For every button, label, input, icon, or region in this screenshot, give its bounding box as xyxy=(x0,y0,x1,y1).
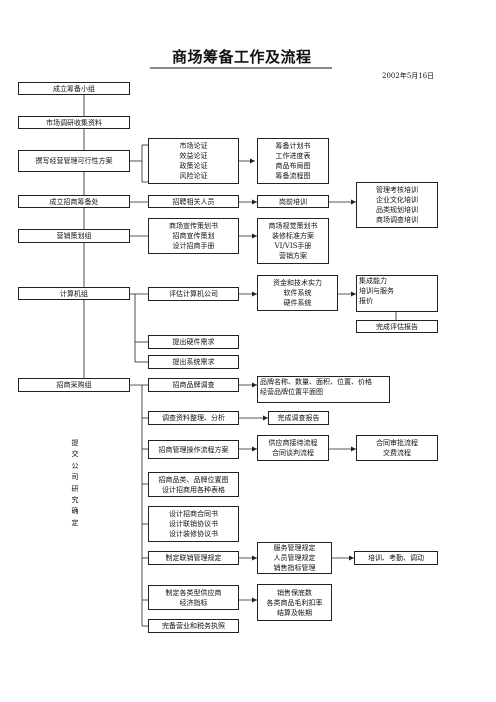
item: 招商品类、品牌位置图 xyxy=(158,475,229,484)
box-system-needs: 提出系统需求 xyxy=(148,355,239,369)
box-training-items: 管理考核培训 企业文化培训 品类规划培训 商场调查培训 xyxy=(356,182,438,228)
item: 设计招商手册 xyxy=(172,242,215,250)
vchar: 交 xyxy=(71,450,79,459)
item: 商品布局图 xyxy=(275,162,311,170)
box-joint-regulation: 制定联销管理规定 xyxy=(148,551,239,565)
item: 工作进度表 xyxy=(275,152,311,160)
proposal-vertical-text: 提 交 公 司 研 究 确 定 xyxy=(70,438,80,529)
box-feasibility-plan: 撰写经营管理可行性方案 xyxy=(18,150,130,172)
box-marketing-items: 商场宣传策划书 招商宣传策划 设计招商手册 xyxy=(148,218,239,254)
box-investment-office: 成立招商筹备处 xyxy=(18,195,130,208)
box-marketing-docs: 商场视觉策划书 装修标准方案 VI/VIS手册 营销方案 xyxy=(257,218,329,264)
box-forms: 招商品类、品牌位置图 设计招商用各种表格 xyxy=(148,472,239,497)
item: 风险论证 xyxy=(179,172,208,180)
box-evaluation-report: 完成评估报告 xyxy=(356,320,438,333)
box-process-plan: 招商管理操作流程方案 xyxy=(148,440,239,459)
item: 合同审批流程 xyxy=(376,439,418,447)
vchar: 确 xyxy=(71,507,79,516)
item: 设计装修协议书 xyxy=(169,530,218,538)
box-brand-survey: 招商品牌调查 xyxy=(148,378,239,392)
item: 合同谈判流程 xyxy=(272,449,314,457)
item: 管理考核培训 xyxy=(376,186,418,194)
item: 经营品牌位置平面图 xyxy=(260,388,323,396)
box-data-analysis: 调查资料整理、分析 xyxy=(148,411,239,425)
box-feasibility-items: 市场论证 效益论证 政策论证 风险论证 xyxy=(148,138,239,184)
box-evaluate-computer: 评估计算机公司 xyxy=(148,287,239,301)
item: 设计招商合同书 xyxy=(169,510,218,518)
item: VI/VIS手册 xyxy=(274,242,312,250)
box-approval-flow: 合同审批流程 交费流程 xyxy=(356,435,438,461)
box-management-rules: 服务管理规定 人员管理规定 销售指标管理 xyxy=(257,542,332,574)
box-sales-terms: 销售保底数 各类商品毛利扣率 结算及帐期 xyxy=(257,584,332,621)
box-training-attendance: 培训、考勤、调动 xyxy=(354,551,438,565)
item: 报价 xyxy=(359,297,373,305)
item: 销售指标管理 xyxy=(273,564,316,572)
vchar: 公 xyxy=(71,461,79,470)
box-business-license: 完备营业和税务执照 xyxy=(148,619,239,633)
box-hardware-needs: 提出硬件需求 xyxy=(148,335,239,349)
vchar: 提 xyxy=(71,439,79,447)
box-contracts: 设计招商合同书 设计联销协议书 设计装修协议书 xyxy=(148,506,239,542)
item: 装修标准方案 xyxy=(272,232,314,240)
box-computer-criteria: 资金和技术实力 软件系统 硬件系统 xyxy=(257,275,338,311)
item: 服务管理规定 xyxy=(273,544,316,552)
box-computer-team: 计算机组 xyxy=(18,287,130,300)
item: 政策论证 xyxy=(179,162,208,170)
box-feasibility-docs: 筹备计划书 工作进度表 商品布局图 筹备流程图 xyxy=(257,138,329,184)
item: 品类规划培训 xyxy=(376,206,418,214)
item: 集成能力 xyxy=(359,277,387,285)
item: 商场宣传策划书 xyxy=(169,222,218,230)
box-brand-info: 品牌名称、数量、面积、位置、价格 经营品牌位置平面图 xyxy=(257,376,390,403)
item: 营销方案 xyxy=(279,252,307,260)
item: 人员管理规定 xyxy=(273,554,316,562)
item: 销售保底数 xyxy=(277,588,312,597)
item: 商场视觉策划书 xyxy=(268,222,318,230)
vchar: 定 xyxy=(71,518,79,527)
item: 品牌名称、数量、面积、位置、价格 xyxy=(260,378,372,386)
item: 筹备计划书 xyxy=(275,142,311,150)
item: 资金和技术实力 xyxy=(273,279,322,287)
box-setup-team: 成立筹备小组 xyxy=(18,82,130,95)
box-supplier-indicators: 制定各类型供应商 经济指标 xyxy=(148,585,239,610)
box-computer-ability: 集成能力 培训与服务 报价 xyxy=(356,275,438,312)
box-supplier-flow: 供应商接待流程 合同谈判流程 xyxy=(257,435,329,461)
item: 软件系统 xyxy=(283,289,312,297)
box-procurement-team: 招商采购组 xyxy=(18,378,130,392)
item: 筹备流程图 xyxy=(275,172,311,180)
item: 硬件系统 xyxy=(283,299,312,307)
box-survey-report: 完成调查报告 xyxy=(268,411,329,425)
item: 商场调查培训 xyxy=(376,216,418,224)
item: 经济指标 xyxy=(179,598,208,607)
item: 各类商品毛利扣率 xyxy=(266,598,323,607)
item: 设计招商用各种表格 xyxy=(162,485,225,494)
item: 供应商接待流程 xyxy=(268,439,318,447)
item: 市场论证 xyxy=(179,142,208,150)
page-title: 商场筹备工作及流程 xyxy=(172,48,312,66)
box-marketing-team: 营销策划组 xyxy=(18,229,130,243)
item: 结算及帐期 xyxy=(277,608,312,617)
box-recruit: 招聘相关人员 xyxy=(148,195,239,208)
box-market-research: 市场调研收集资料 xyxy=(18,116,130,129)
item: 培训与服务 xyxy=(359,287,394,295)
box-pre-job-training: 岗前培训 xyxy=(257,195,329,208)
item: 效益论证 xyxy=(179,152,208,160)
item: 制定各类型供应商 xyxy=(165,588,222,597)
item: 设计联销协议书 xyxy=(169,520,218,528)
item: 企业文化培训 xyxy=(376,196,418,204)
vchar: 研 xyxy=(71,484,79,493)
item: 招商宣传策划 xyxy=(172,232,215,240)
date-label: 2002年5月16日 xyxy=(382,72,435,80)
vchar: 司 xyxy=(71,473,79,482)
item: 交费流程 xyxy=(383,449,411,457)
vchar: 究 xyxy=(71,496,79,505)
